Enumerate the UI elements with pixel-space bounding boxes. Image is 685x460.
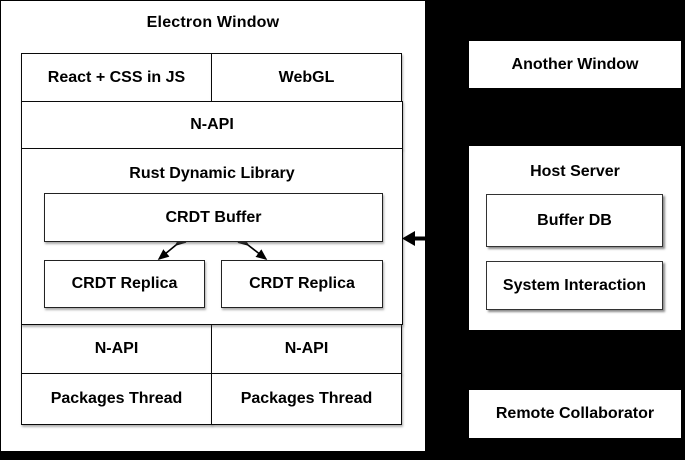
rust-library-title: Rust Dynamic Library [129,165,295,182]
box-webgl: WebGL [211,53,402,102]
box-react-css-in-js: React + CSS in JS [21,53,212,102]
napi-pair-row: N-API N-API [21,324,403,374]
box-napi-left: N-API [21,324,212,374]
packages-thread-row: Packages Thread Packages Thread [21,373,403,425]
box-packages-thread-right: Packages Thread [211,373,402,425]
box-system-interaction: System Interaction [486,261,663,310]
box-crdt-replica-2: CRDT Replica [221,260,383,308]
box-napi-right: N-API [211,324,402,374]
render-layer-row: React + CSS in JS WebGL [21,53,403,102]
host-server-title: Host Server [530,163,620,180]
box-crdt-replica-1: CRDT Replica [44,260,205,308]
another-window-box: Another Window [469,41,681,88]
box-crdt-buffer: CRDT Buffer [44,193,383,242]
electron-window-box: Electron Window React + CSS in JS WebGL … [1,1,425,451]
host-server-box: Host Server Buffer DB System Interaction [469,146,681,330]
box-buffer-db: Buffer DB [486,194,663,247]
box-rust-dynamic-library: Rust Dynamic Library CRDT Buffer CRDT Re… [21,148,403,325]
remote-collaborator-box: Remote Collaborator [469,390,681,438]
box-packages-thread-left: Packages Thread [21,373,212,425]
box-napi-main: N-API [21,101,403,149]
incoming-left-arrow-icon [402,231,428,246]
electron-window-stack: React + CSS in JS WebGL N-API Rust Dynam… [21,53,403,425]
electron-window-title: Electron Window [146,14,280,31]
napi-main-row: N-API [21,101,403,149]
rust-library-row: Rust Dynamic Library CRDT Buffer CRDT Re… [21,148,403,325]
